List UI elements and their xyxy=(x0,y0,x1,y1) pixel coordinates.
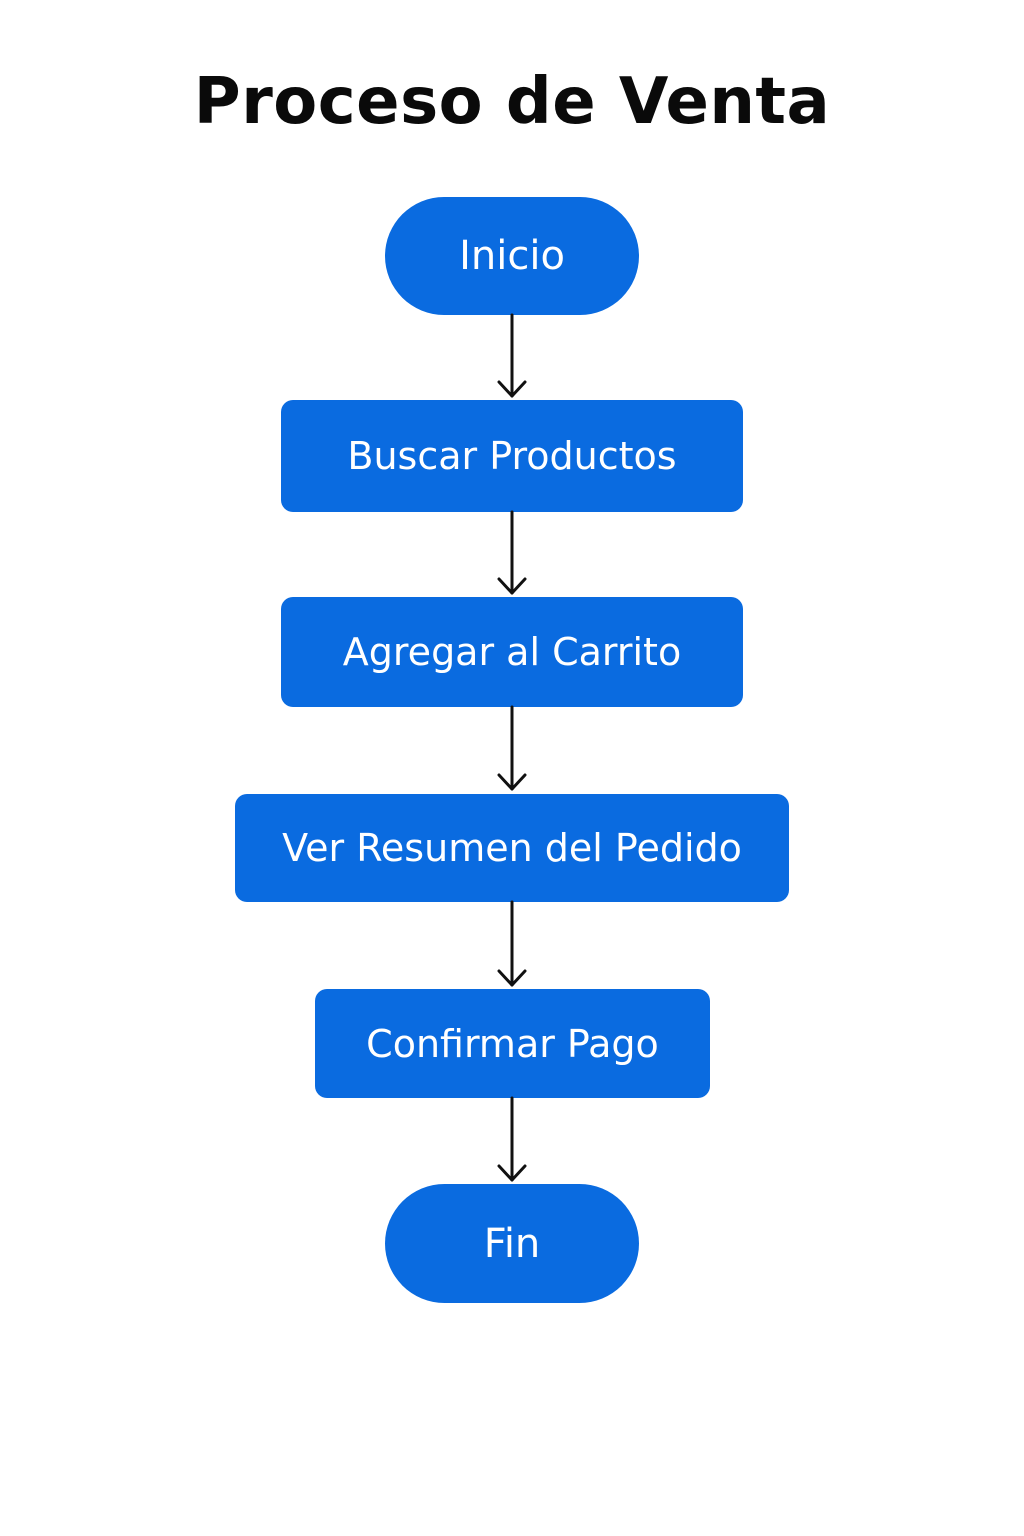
node-confirmar-pago: Confirmar Pago xyxy=(315,989,710,1098)
node-inicio: Inicio xyxy=(385,197,639,315)
arrow-agregar-to-resumen xyxy=(497,705,527,791)
arrow-pago-to-fin xyxy=(497,1096,527,1182)
diagram-title: Proceso de Venta xyxy=(193,65,831,139)
node-ver-resumen-del-pedido: Ver Resumen del Pedido xyxy=(235,794,789,902)
node-agregar-al-carrito: Agregar al Carrito xyxy=(281,597,743,707)
arrow-buscar-to-agregar xyxy=(497,510,527,595)
arrow-resumen-to-pago xyxy=(497,900,527,987)
node-fin: Fin xyxy=(385,1184,639,1303)
arrow-inicio-to-buscar xyxy=(497,313,527,398)
node-buscar-productos: Buscar Productos xyxy=(281,400,743,512)
